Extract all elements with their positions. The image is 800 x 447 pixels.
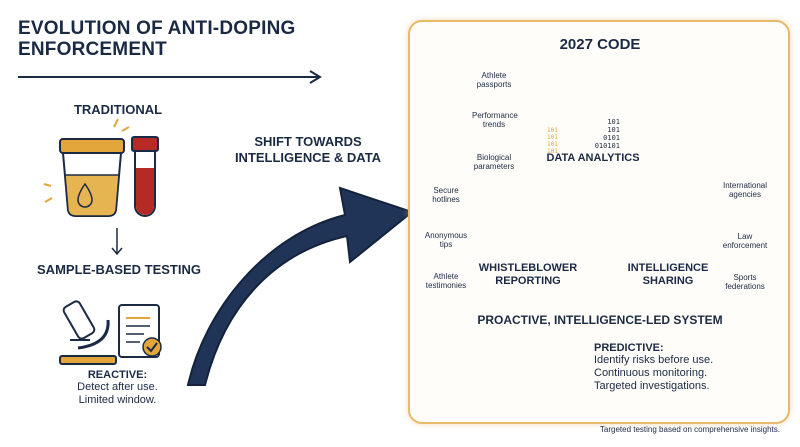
code-2027-panel xyxy=(408,20,790,424)
title-arrow xyxy=(18,70,322,84)
traditional-heading: TRADITIONAL xyxy=(73,102,163,117)
input-performance-trends: Performance trends xyxy=(472,111,518,129)
input-athlete-passports: Athlete passports xyxy=(476,71,512,89)
partner-sports-federations: Sports federations xyxy=(725,273,765,291)
reactive-description: Detect after use. Limited window. xyxy=(40,381,195,407)
page-title: EVOLUTION OF ANTI-DOPING ENFORCEMENT xyxy=(18,18,296,60)
predictive-label: PREDICTIVE: xyxy=(594,342,664,354)
shift-label: SHIFT TOWARDS INTELLIGENCE & DATA xyxy=(234,134,382,165)
binary-small-deco: 101 101 101 101 xyxy=(547,127,567,155)
binary-small-line: 101 xyxy=(547,141,558,148)
predictive-description: Identify risks before use. Continuous mo… xyxy=(594,354,764,393)
predictive-line: Targeted investigations. xyxy=(594,380,710,392)
input-secure-hotlines: Secure hotlines xyxy=(432,186,460,204)
input-anonymous-tips: Anonymous tips xyxy=(424,231,468,249)
sample-cup-icon xyxy=(43,118,130,217)
blood-tube-icon xyxy=(131,136,159,217)
clipboard-icon xyxy=(118,304,162,358)
shift-arrow xyxy=(186,186,415,386)
binary-small-line: 101 xyxy=(547,127,558,134)
input-athlete-testimonies: Athlete testimonies xyxy=(425,272,467,290)
binary-line: 101 xyxy=(607,126,620,134)
binary-line: 0101 xyxy=(603,134,620,142)
binary-line: 101 xyxy=(607,118,620,126)
binary-small-line: 101 xyxy=(547,148,558,155)
partner-law-enforcement: Law enforcement xyxy=(722,232,768,250)
intelligence-sharing-label: INTELLIGENCE SHARING xyxy=(627,262,709,287)
predictive-line: Continuous monitoring. xyxy=(594,367,708,379)
code-heading: 2027 CODE xyxy=(559,36,641,53)
footer-note: Targeted testing based on comprehensive … xyxy=(599,425,780,434)
down-arrow xyxy=(111,228,123,256)
input-biological-parameters: Biological parameters xyxy=(473,153,515,171)
predictive-line: Identify risks before use. xyxy=(594,354,714,366)
binary-line: 010101 xyxy=(594,142,620,150)
data-analytics-label: DATA ANALYTICS xyxy=(546,152,640,164)
reactive-line: Limited window. xyxy=(78,394,157,406)
system-heading: PROACTIVE, INTELLIGENCE-LED SYSTEM xyxy=(477,313,723,327)
microscope-icon xyxy=(59,300,117,365)
sample-based-testing-label: SAMPLE-BASED TESTING xyxy=(37,262,201,277)
binary-deco: 101 101 0101 010101 xyxy=(570,118,620,150)
partner-international-agencies: International agencies xyxy=(722,181,768,199)
binary-small-line: 101 xyxy=(547,134,558,141)
whistleblower-label: WHISTLEBLOWER REPORTING xyxy=(478,262,578,287)
reactive-line: Detect after use. xyxy=(77,381,158,393)
reactive-label: REACTIVE: xyxy=(87,369,148,381)
